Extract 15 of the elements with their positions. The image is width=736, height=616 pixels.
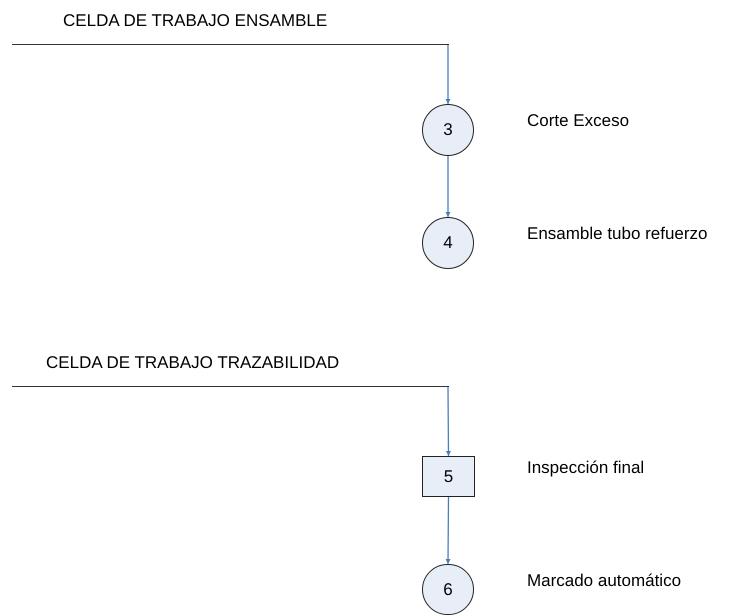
step-label: Inspección final [527, 456, 644, 478]
step-number: 6 [443, 578, 453, 601]
step-number: 5 [444, 466, 454, 488]
arrow [445, 497, 451, 564]
section-heading: CELDA DE TRABAJO ENSAMBLE [63, 11, 328, 30]
step-label: Corte Exceso [527, 110, 630, 132]
arrow [445, 45, 451, 104]
step-number: 4 [443, 232, 453, 254]
step-number: 3 [443, 119, 453, 142]
step-label: Marcado automático [527, 570, 682, 592]
section-heading: CELDA DE TRABAJO TRAZABILIDAD [46, 353, 340, 372]
arrow [446, 387, 452, 456]
step-label: Ensamble tubo refuerzo [527, 223, 708, 245]
inspection-box [422, 456, 475, 497]
arrow [445, 156, 451, 217]
